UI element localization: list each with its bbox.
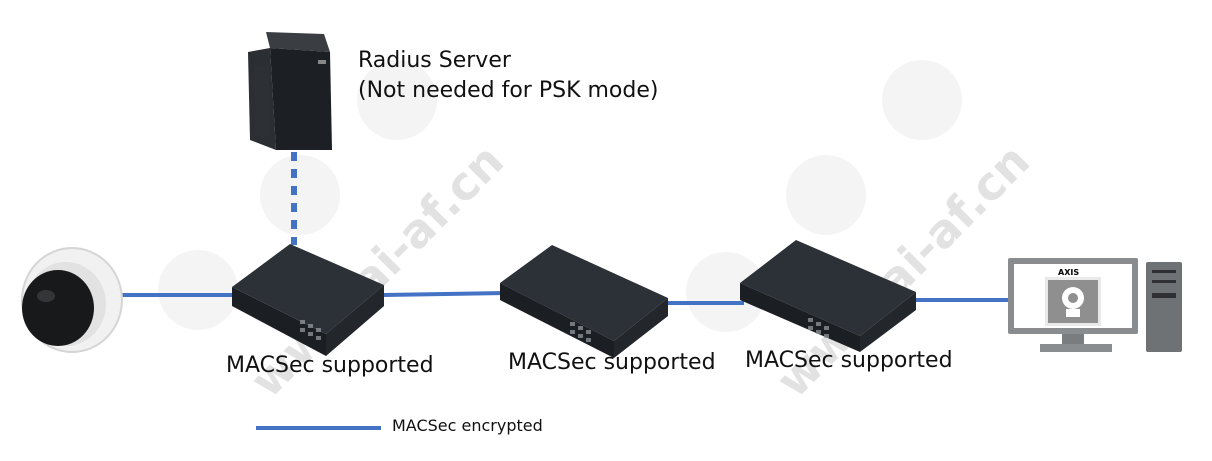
network-switch-1-icon bbox=[232, 244, 384, 356]
radius-server-icon bbox=[248, 32, 332, 150]
legend-label: MACSec encrypted bbox=[392, 416, 543, 435]
monitor-icon: AXIS bbox=[1008, 258, 1138, 352]
switch-3-label: MACSec supported bbox=[745, 348, 953, 373]
radius-server-label: Radius Server (Not needed for PSK mode) bbox=[358, 46, 658, 106]
links bbox=[118, 152, 1010, 305]
pc-tower-icon bbox=[1146, 262, 1182, 352]
radius-server-subtitle: (Not needed for PSK mode) bbox=[358, 78, 659, 103]
dome-camera-icon bbox=[21, 247, 123, 353]
link-switch1-switch2 bbox=[383, 291, 507, 297]
axis-logo-text: AXIS bbox=[1058, 268, 1079, 277]
radius-server-title: Radius Server bbox=[358, 48, 511, 73]
switch-2-label: MACSec supported bbox=[508, 350, 716, 375]
network-switch-3-icon bbox=[740, 240, 916, 352]
switch-1-label: MACSec supported bbox=[226, 353, 434, 378]
network-switch-2-icon bbox=[500, 245, 668, 358]
